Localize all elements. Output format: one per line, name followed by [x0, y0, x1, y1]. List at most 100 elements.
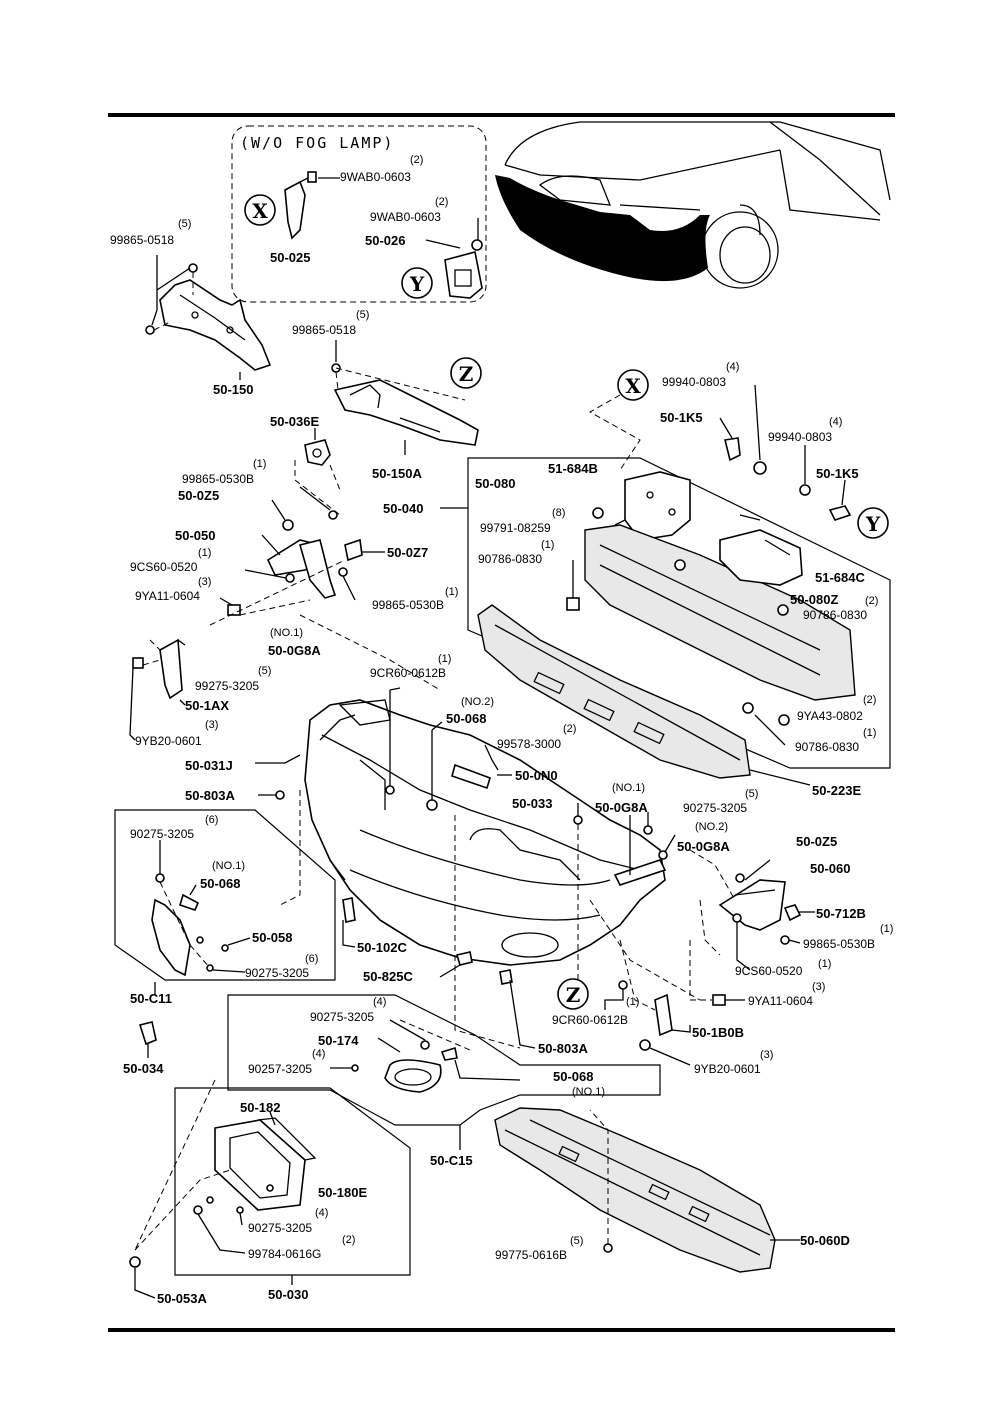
- label-50-030: 50-030: [268, 1287, 308, 1302]
- label-50-1k5-b: 50-1K5: [816, 466, 859, 481]
- label-qty: (3): [198, 576, 211, 588]
- part-50-031j[interactable]: [304, 699, 666, 966]
- label-99775-0616b: 99775-0616B: [495, 1248, 567, 1262]
- part-50-174[interactable]: [384, 1059, 442, 1093]
- label-50-0z5-a: 50-0Z5: [178, 488, 219, 503]
- label-50-080z: 50-080Z: [790, 592, 838, 607]
- label-qty: (3): [760, 1049, 773, 1061]
- label-99865-0530b-c: 99865-0530B: [803, 937, 875, 951]
- label-50-102c: 50-102C: [357, 940, 407, 955]
- part-50-1b0b[interactable]: [654, 993, 673, 1037]
- label-9ya43-0802: 9YA43-0802: [797, 709, 863, 723]
- label-99784-0616g: 99784-0616G: [248, 1247, 321, 1261]
- label-9wab0-0603-b: 9WAB0-0603: [370, 210, 441, 224]
- svg-text:Y: Y: [865, 512, 881, 536]
- part-50-712b[interactable]: [783, 904, 802, 922]
- label-90786-0830-a: 90786-0830: [478, 552, 542, 566]
- label-qty: (1): [198, 547, 211, 559]
- marker-y-fog: Y: [401, 267, 433, 299]
- labels: (2) 9WAB0-0603 (2) 9WAB0-0603 50-026 50-…: [110, 154, 893, 1306]
- group-50-030: [174, 1087, 411, 1276]
- label-9wab0-0603-a: 9WAB0-0603: [340, 170, 411, 184]
- label-50-058: 50-058: [252, 930, 292, 945]
- part-50-060[interactable]: [718, 879, 786, 931]
- part-50-026[interactable]: [444, 251, 483, 299]
- label-qty: (1): [438, 653, 451, 665]
- label-50-068-a: 50-068: [446, 711, 486, 726]
- label-qty: (4): [315, 1207, 328, 1219]
- label-50-803a-b: 50-803A: [538, 1041, 588, 1056]
- part-50-060d[interactable]: [494, 1107, 776, 1273]
- part-50-150a[interactable]: [333, 379, 479, 446]
- label-50-1k5-a: 50-1K5: [660, 410, 703, 425]
- svg-text:Z: Z: [459, 362, 474, 386]
- part-50-150[interactable]: [159, 279, 272, 371]
- part-51-684c[interactable]: [719, 529, 803, 586]
- part-50-025[interactable]: [284, 180, 306, 240]
- label-50-0z5-b: 50-0Z5: [796, 834, 837, 849]
- label-50-050: 50-050: [175, 528, 215, 543]
- label-9cs60-0520-a: 9CS60-0520: [130, 560, 198, 574]
- label-qty: (4): [312, 1048, 325, 1060]
- part-50-0z7[interactable]: [299, 539, 337, 599]
- label-qty: (5): [570, 1235, 583, 1247]
- label-qty: (2): [863, 694, 876, 706]
- label-qty: (2): [563, 723, 576, 735]
- label-90257-3205: 90257-3205: [248, 1062, 312, 1076]
- label-50-080: 50-080: [475, 476, 515, 491]
- part-50-825c[interactable]: [455, 951, 473, 966]
- label-9cs60-0520-b: 9CS60-0520: [735, 964, 803, 978]
- label-50-150a: 50-150A: [372, 466, 422, 481]
- label-50-034: 50-034: [123, 1061, 164, 1076]
- part-50-c11[interactable]: [151, 898, 191, 977]
- label-50-0g8a-a: 50-0G8A: [268, 643, 321, 658]
- label-qty: (1): [541, 539, 554, 551]
- label-qty: (6): [305, 953, 318, 965]
- label-qty: (NO.1): [572, 1086, 605, 1098]
- label-50-825c: 50-825C: [363, 969, 413, 984]
- label-50-150: 50-150: [213, 382, 253, 397]
- label-qty: (5): [258, 665, 271, 677]
- part-50-223e[interactable]: [477, 604, 751, 779]
- label-qty: (5): [745, 788, 758, 800]
- svg-text:X: X: [625, 374, 641, 398]
- label-qty: (8): [552, 507, 565, 519]
- label-qty: (2): [865, 595, 878, 607]
- label-50-0n0: 50-0N0: [515, 768, 558, 783]
- part-50-040-frame: [467, 457, 891, 769]
- part-50-803a-lower[interactable]: [499, 969, 513, 985]
- part-50-1ax[interactable]: [159, 638, 183, 700]
- label-9cr60-0612b-b: 9CR60-0612B: [552, 1013, 628, 1027]
- label-50-031j: 50-031J: [185, 758, 233, 773]
- label-50-180e: 50-180E: [318, 1185, 367, 1200]
- label-50-223e: 50-223E: [812, 783, 861, 798]
- label-90275-3205-b: 90275-3205: [130, 827, 194, 841]
- label-qty: (4): [726, 361, 739, 373]
- label-51-684b: 51-684B: [548, 461, 598, 476]
- part-50-0n0[interactable]: [451, 763, 491, 790]
- label-90275-3205-d: 90275-3205: [310, 1010, 374, 1024]
- label-qty: (1): [880, 923, 893, 935]
- part-50-034[interactable]: [138, 1021, 157, 1046]
- label-99940-0803-b: 99940-0803: [768, 430, 832, 444]
- label-qty: (2): [342, 1234, 355, 1246]
- label-50-174: 50-174: [318, 1033, 359, 1048]
- part-50-036e[interactable]: [304, 439, 331, 466]
- label-9yb20-0601-a: 9YB20-0601: [135, 734, 202, 748]
- label-99865-0530b-a: 99865-0530B: [182, 472, 254, 486]
- label-90786-0830-b: 90786-0830: [803, 608, 867, 622]
- label-50-182: 50-182: [240, 1100, 280, 1115]
- marker-x-fog: X: [244, 194, 276, 226]
- part-50-0g8a-right[interactable]: [613, 859, 667, 886]
- part-reinforcement-beam[interactable]: [584, 524, 856, 701]
- label-99865-0518-b: 99865-0518: [292, 323, 356, 337]
- label-qty: (3): [205, 719, 218, 731]
- label-50-060d: 50-060D: [800, 1233, 850, 1248]
- part-51-684b[interactable]: [624, 471, 691, 541]
- part-50-102c[interactable]: [342, 897, 356, 923]
- marker-z-upper: Z: [450, 357, 482, 389]
- label-50-025: 50-025: [270, 250, 310, 265]
- label-90275-3205-c: 90275-3205: [245, 966, 309, 980]
- marker-x-right: X: [617, 369, 649, 401]
